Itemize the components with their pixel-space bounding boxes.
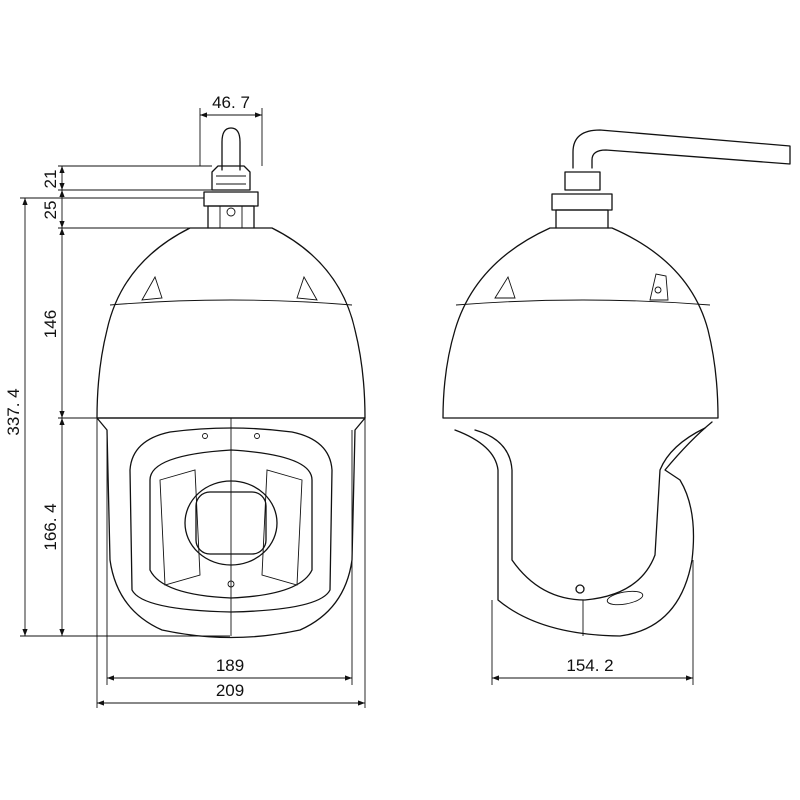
bent-antenna: [551, 129, 791, 229]
dimension-lines: [20, 108, 694, 708]
side-view: [442, 129, 791, 637]
dome: [96, 227, 366, 419]
label-side-depth: 154. 2: [566, 656, 613, 675]
front-view: [96, 127, 366, 639]
side-arm: [454, 421, 713, 637]
label-total-height: 337. 4: [4, 388, 23, 435]
label-housing-width: 189: [216, 656, 244, 675]
label-antenna-width: 46. 7: [212, 93, 250, 112]
lower-housing: [96, 417, 366, 639]
antenna: [203, 127, 259, 229]
lens: [184, 480, 278, 566]
label-mount-height: 25: [41, 201, 60, 220]
label-antenna-height: 21: [41, 170, 60, 189]
label-dome-height: 146: [41, 310, 60, 338]
side-dome: [442, 227, 719, 419]
label-housing-height: 166. 4: [41, 503, 60, 550]
label-overall-width: 209: [216, 681, 244, 700]
